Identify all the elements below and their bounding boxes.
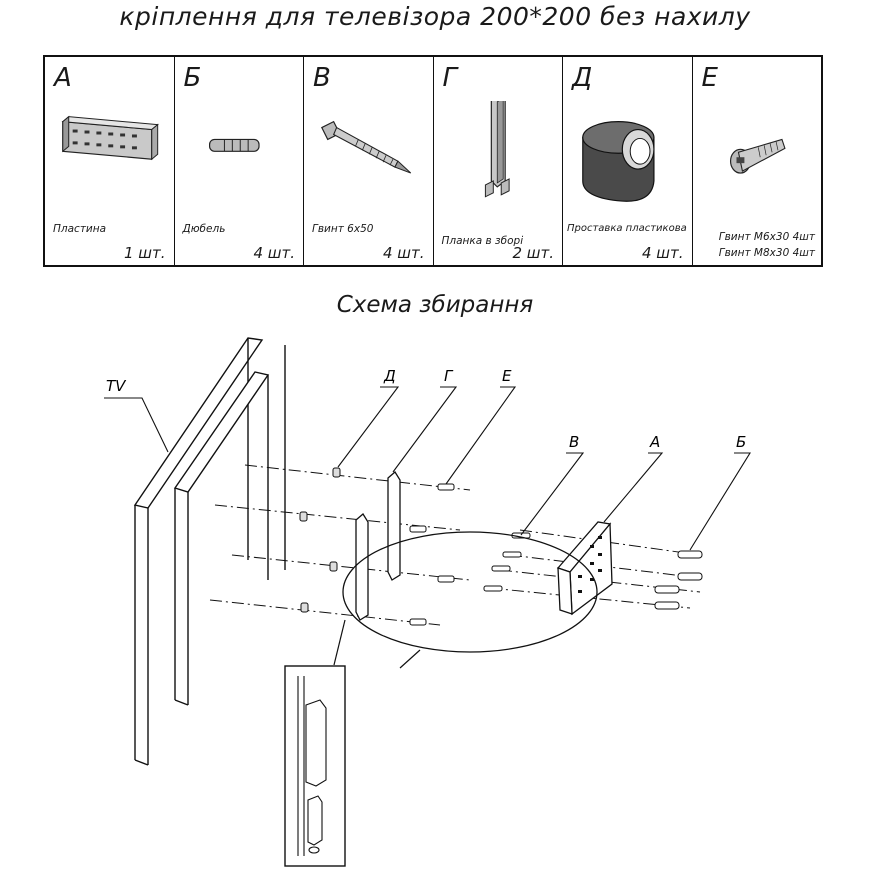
part-name: Гвинт М6х30 4шт (718, 231, 815, 243)
part-name: Пластина (53, 223, 107, 235)
label-spacer: Д (383, 367, 396, 385)
part-qty: 4 шт. (382, 244, 425, 262)
bracket-icon (484, 101, 510, 198)
label-screw: В (569, 433, 579, 451)
part-cell-dowel: Б Дюбель 4 шт. (175, 57, 304, 265)
part-qty: 4 шт. (641, 244, 684, 262)
part-name: Гвинт 6х50 (312, 223, 374, 235)
part-letter: Б (183, 63, 202, 93)
part-cell-screw: В Гвинт 6х50 4 шт. (304, 57, 434, 265)
label-bracket: Г (444, 367, 454, 385)
part-qty: 2 шт. (512, 244, 554, 262)
part-cell-bracket: Г Планка в зборі 2 шт. (434, 57, 563, 265)
label-bolt: Е (502, 367, 512, 385)
part-cell-bolt: Е Гвинт М6х30 4шт Гвинт М8х30 4шт (693, 57, 822, 265)
dowel-icon (208, 138, 260, 152)
label-dowel: Б (736, 433, 746, 451)
parts-table: А Пластина 1 шт. Б Дюбель 4 шт. В (43, 55, 823, 267)
part-letter: А (54, 63, 72, 93)
part-name-2: Гвинт М8х30 4шт (718, 247, 815, 259)
screw-icon (320, 120, 412, 174)
part-letter: В (313, 63, 331, 93)
part-name: Планка в зборі (441, 235, 524, 247)
part-letter: Е (701, 63, 718, 93)
part-letter: Г (442, 63, 458, 93)
scheme-title: Схема збирання (336, 292, 534, 318)
part-name: Дюбель (182, 223, 226, 235)
part-cell-spacer: Д Проставка пластикова 4 шт. (563, 57, 693, 265)
label-plate: А (649, 433, 660, 451)
spacer-icon (582, 121, 655, 202)
bolt-icon (729, 138, 786, 174)
part-qty: 4 шт. (253, 244, 295, 262)
part-cell-plate: А Пластина 1 шт. (45, 57, 175, 265)
plate-icon (61, 115, 159, 161)
label-tv: TV (106, 377, 127, 395)
part-letter: Д (572, 63, 593, 93)
part-name: Проставка пластикова (567, 223, 687, 234)
part-qty: 1 шт. (123, 244, 166, 262)
page-title: кріплення для телевізора 200*200 без нах… (119, 2, 751, 31)
